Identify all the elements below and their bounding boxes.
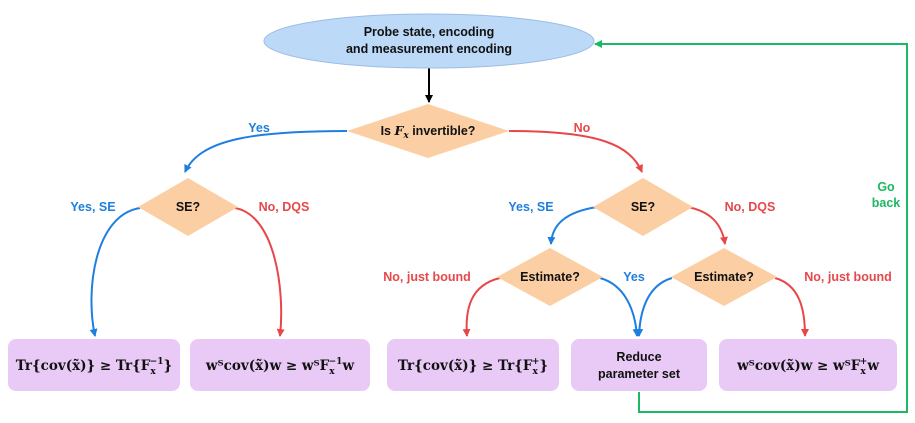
estimate-decision-left: Estimate?: [497, 248, 603, 306]
estimate-decision-right-label: Estimate?: [694, 270, 754, 284]
label-no-dqs-left: No, DQS: [259, 200, 310, 214]
label-no-just-bound-left: No, just bound: [383, 270, 470, 284]
label-yes-se-left: Yes, SE: [70, 200, 115, 214]
reduce-parameter-set-box: Reduce parameter set: [571, 339, 707, 391]
edge-se-right-yes: [547, 206, 598, 245]
bound-box-tr-pseudoinverse: Tr{cov(x̃)} ≥ Tr{Fx+}: [387, 339, 559, 391]
bound-box-weighted-inverse-formula: wᵀcov(x̃)w ≥ wᵀFx−1w: [205, 357, 355, 377]
se-decision-right-label: SE?: [631, 200, 655, 214]
edge-se-left-yes: [89, 207, 141, 337]
label-no: No: [574, 121, 591, 135]
invertible-decision: Is Fx invertible?: [347, 104, 509, 158]
label-go: Go: [877, 180, 895, 194]
edge-invertible-no: [508, 130, 643, 173]
bound-box-weighted-inverse: wᵀcov(x̃)w ≥ wᵀFx−1w: [190, 339, 370, 391]
edge-go-back: [594, 40, 908, 413]
invertible-decision-label: Is Fx invertible?: [381, 123, 476, 141]
edge-estimate-left-yes: [599, 277, 641, 337]
estimate-decision-left-label: Estimate?: [520, 270, 580, 284]
edge-estimate-left-no: [462, 277, 501, 337]
start-node-line1: Probe state, encoding: [364, 25, 495, 39]
reduce-line1: Reduce: [616, 350, 661, 364]
edge-estimate-right-no: [774, 277, 809, 337]
label-back: back: [872, 196, 901, 210]
bound-box-tr-inverse: Tr{cov(x̃)} ≥ Tr{Fx−1}: [8, 339, 180, 391]
label-yes: Yes: [248, 121, 270, 135]
label-no-dqs-right: No, DQS: [725, 200, 776, 214]
edge-invertible-yes: [184, 130, 348, 173]
reduce-line2: parameter set: [598, 367, 681, 381]
estimate-decision-right: Estimate?: [671, 248, 777, 306]
bound-box-tr-pseudoinverse-formula: Tr{cov(x̃)} ≥ Tr{Fx+}: [398, 357, 548, 377]
start-node-line2: and measurement encoding: [346, 42, 512, 56]
bound-box-tr-inverse-formula: Tr{cov(x̃)} ≥ Tr{Fx−1}: [16, 357, 172, 377]
edge-estimate-right-yes: [635, 277, 673, 337]
start-node: Probe state, encoding and measurement en…: [263, 13, 595, 69]
se-decision-right: SE?: [593, 178, 693, 236]
se-decision-left: SE?: [138, 178, 238, 236]
se-decision-left-label: SE?: [176, 200, 200, 214]
edge-se-right-no: [687, 206, 728, 245]
bound-box-weighted-pseudoinverse-formula: wᵀcov(x̃)w ≥ wᵀFx+w: [736, 357, 879, 377]
label-yes-estimate: Yes: [623, 270, 645, 284]
label-no-just-bound-right: No, just bound: [804, 270, 891, 284]
label-yes-se-right: Yes, SE: [508, 200, 553, 214]
bound-box-weighted-pseudoinverse: wᵀcov(x̃)w ≥ wᵀFx+w: [719, 339, 897, 391]
edge-se-left-no: [234, 207, 285, 337]
